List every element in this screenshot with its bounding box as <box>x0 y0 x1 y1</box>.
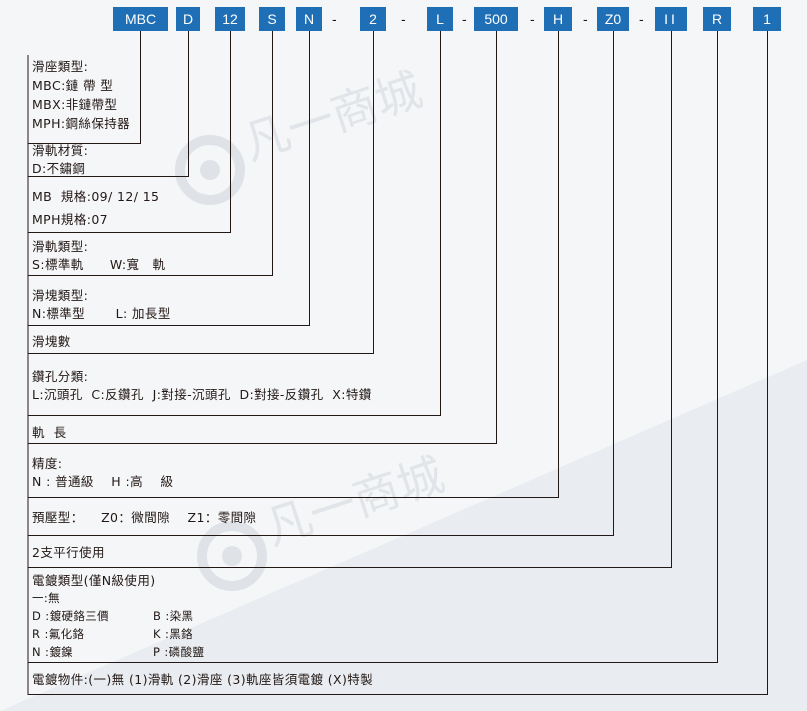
connector-series <box>27 31 141 144</box>
plating-none: 一:無 <box>32 591 61 605</box>
parallel-title: 2支平行使用 <box>32 545 105 560</box>
accuracy-title: 精度: <box>32 456 63 471</box>
slider-type-option: MBX:非鏈帶型 <box>32 97 118 112</box>
code-box-size: 12 <box>215 7 245 31</box>
code-box-block-type: N <box>296 7 322 31</box>
slider-type-option: MPH:鋼絲保持器 <box>32 116 131 131</box>
size-mph: MPH規格:07 <box>32 212 109 227</box>
plating-option: P :磷酸鹽 <box>153 645 205 659</box>
separator-dash: - <box>639 11 644 27</box>
code-box-series: MBC <box>113 7 168 31</box>
connector-size <box>28 31 231 233</box>
block-count-title: 滑塊數 <box>32 334 71 349</box>
connector-plating <box>28 31 718 663</box>
code-box-accuracy: H <box>544 7 572 31</box>
plating-option: D :鍍硬鉻三價 <box>32 609 110 623</box>
connector-rail-type <box>28 31 273 276</box>
connector-hole-type <box>28 31 441 416</box>
connector-block-type <box>28 31 310 326</box>
separator-dash: - <box>583 11 588 27</box>
code-box-material: D <box>176 7 200 31</box>
connector-block-count <box>28 31 374 354</box>
code-box-plated-part: 1 <box>753 7 781 31</box>
plating-option: B :染黑 <box>153 609 194 623</box>
plated-part-title: 電鍍物件:(一)無 (1)滑軌 (2)滑座 (3)軌座皆須電鍍 (X)特製 <box>32 672 374 687</box>
connector-rail-length <box>28 31 497 444</box>
code-box-block-count: 2 <box>360 7 386 31</box>
separator-dash: - <box>332 11 337 27</box>
rail-type-title: 滑軌類型: <box>32 239 89 254</box>
preload-title: 預壓型： Z0：微間隙 Z1：零間隙 <box>32 510 257 525</box>
code-box-parallel: II <box>655 7 687 31</box>
accuracy-options: N : 普通級 H :高 級 <box>32 474 174 489</box>
plating-option: R :氟化鉻 <box>32 627 85 641</box>
rail-material-option: D:不鏽鋼 <box>32 161 86 176</box>
separator-dash: - <box>401 11 406 27</box>
rail-material-title: 滑軌材質: <box>32 143 89 158</box>
code-box-rail-length: 500 <box>474 7 518 31</box>
plating-option: N :鍍鎳 <box>32 645 74 659</box>
connector-preload <box>28 31 614 536</box>
size-mb: MB 規格:09/ 12/ 15 <box>32 189 160 204</box>
slider-type-option: MBC:鏈 帶 型 <box>32 78 114 93</box>
plating-option: K :黑鉻 <box>153 627 194 641</box>
hole-type-title: 鑽孔分類: <box>32 369 89 384</box>
code-box-preload: Z0 <box>597 7 629 31</box>
plating-title: 電鍍類型(僅N級使用) <box>32 573 156 588</box>
block-type-options: N:標準型 L: 加長型 <box>32 306 171 321</box>
separator-dash: - <box>530 11 535 27</box>
code-box-plating: R <box>703 7 731 31</box>
connector-accuracy <box>28 31 559 498</box>
rail-length-title: 軌 長 <box>32 425 67 440</box>
hole-type-options: L:沉頭孔 C:反鑽孔 J:對接-沉頭孔 D:對接-反鑽孔 X:特鑽 <box>32 387 372 402</box>
code-box-rail-type: S <box>259 7 285 31</box>
connector-parallel <box>28 31 672 568</box>
block-type-title: 滑塊類型: <box>32 288 89 303</box>
code-box-hole-type: L <box>427 7 453 31</box>
connector-material <box>28 31 189 177</box>
separator-dash: - <box>462 11 467 27</box>
rail-type-options: S:標準軌 W:寬 軌 <box>32 257 166 272</box>
connector-plated-part <box>27 31 768 695</box>
slider-type-title: 滑座類型: <box>32 59 89 74</box>
